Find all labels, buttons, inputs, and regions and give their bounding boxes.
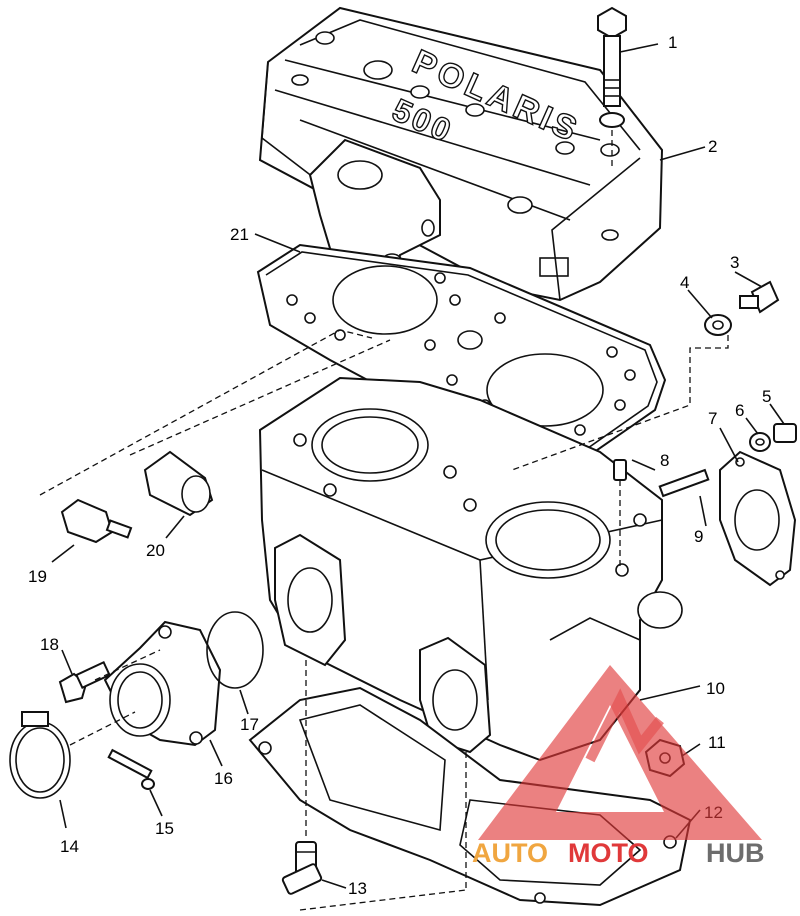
head-gasket xyxy=(256,243,667,470)
callout-13: 13 xyxy=(348,879,367,898)
lock-washer xyxy=(749,432,771,452)
sealing-washer xyxy=(704,314,732,336)
cylinder-head-cover: POLARIS 500 xyxy=(258,6,664,302)
callout-3: 3 xyxy=(730,253,739,272)
callout-7: 7 xyxy=(708,409,717,428)
head-bolt xyxy=(597,6,627,128)
callout-15: 15 xyxy=(155,819,174,838)
callout-18: 18 xyxy=(40,635,59,654)
callout-4: 4 xyxy=(680,273,689,292)
watermark-wordmark: AUTO MOTO HUB xyxy=(472,838,765,868)
cover-bolt-holes xyxy=(291,31,620,241)
callout-2: 2 xyxy=(708,137,717,156)
callout-9: 9 xyxy=(694,527,703,546)
callout-20: 20 xyxy=(146,541,165,560)
drain-plug xyxy=(739,280,780,314)
callout-5: 5 xyxy=(762,387,771,406)
intake-flange xyxy=(103,620,222,747)
cap-nut xyxy=(773,423,797,443)
watermark-moto: MOTO xyxy=(568,838,649,868)
base-gasket xyxy=(248,686,692,907)
callout-14: 14 xyxy=(60,837,79,856)
callout-16: 16 xyxy=(214,769,233,788)
elbow-fitting xyxy=(281,841,323,895)
callout-21: 21 xyxy=(230,225,249,244)
hose-clamp xyxy=(9,711,71,799)
watermark-hub: HUB xyxy=(706,838,765,868)
callout-1: 1 xyxy=(668,33,677,52)
cylinder-block xyxy=(258,376,683,762)
callout-17: 17 xyxy=(240,715,259,734)
watermark-auto: AUTO xyxy=(472,838,548,868)
mounting-bolt xyxy=(58,660,111,704)
callout-10: 10 xyxy=(706,679,725,698)
callout-6: 6 xyxy=(735,401,744,420)
callout-11: 11 xyxy=(708,733,726,752)
sensor-sleeve xyxy=(143,450,214,517)
temperature-sensor xyxy=(60,498,133,544)
o-ring xyxy=(206,611,264,689)
dowel-pin xyxy=(613,459,627,481)
callout-8: 8 xyxy=(660,451,669,470)
watermark-logo xyxy=(478,665,762,840)
callout-19: 19 xyxy=(28,567,47,586)
watermark-triangle-icon xyxy=(478,665,762,840)
clamp-screw xyxy=(107,748,155,790)
stud xyxy=(658,468,710,498)
assembly-lines xyxy=(39,130,729,911)
outlet-gasket xyxy=(719,450,797,587)
